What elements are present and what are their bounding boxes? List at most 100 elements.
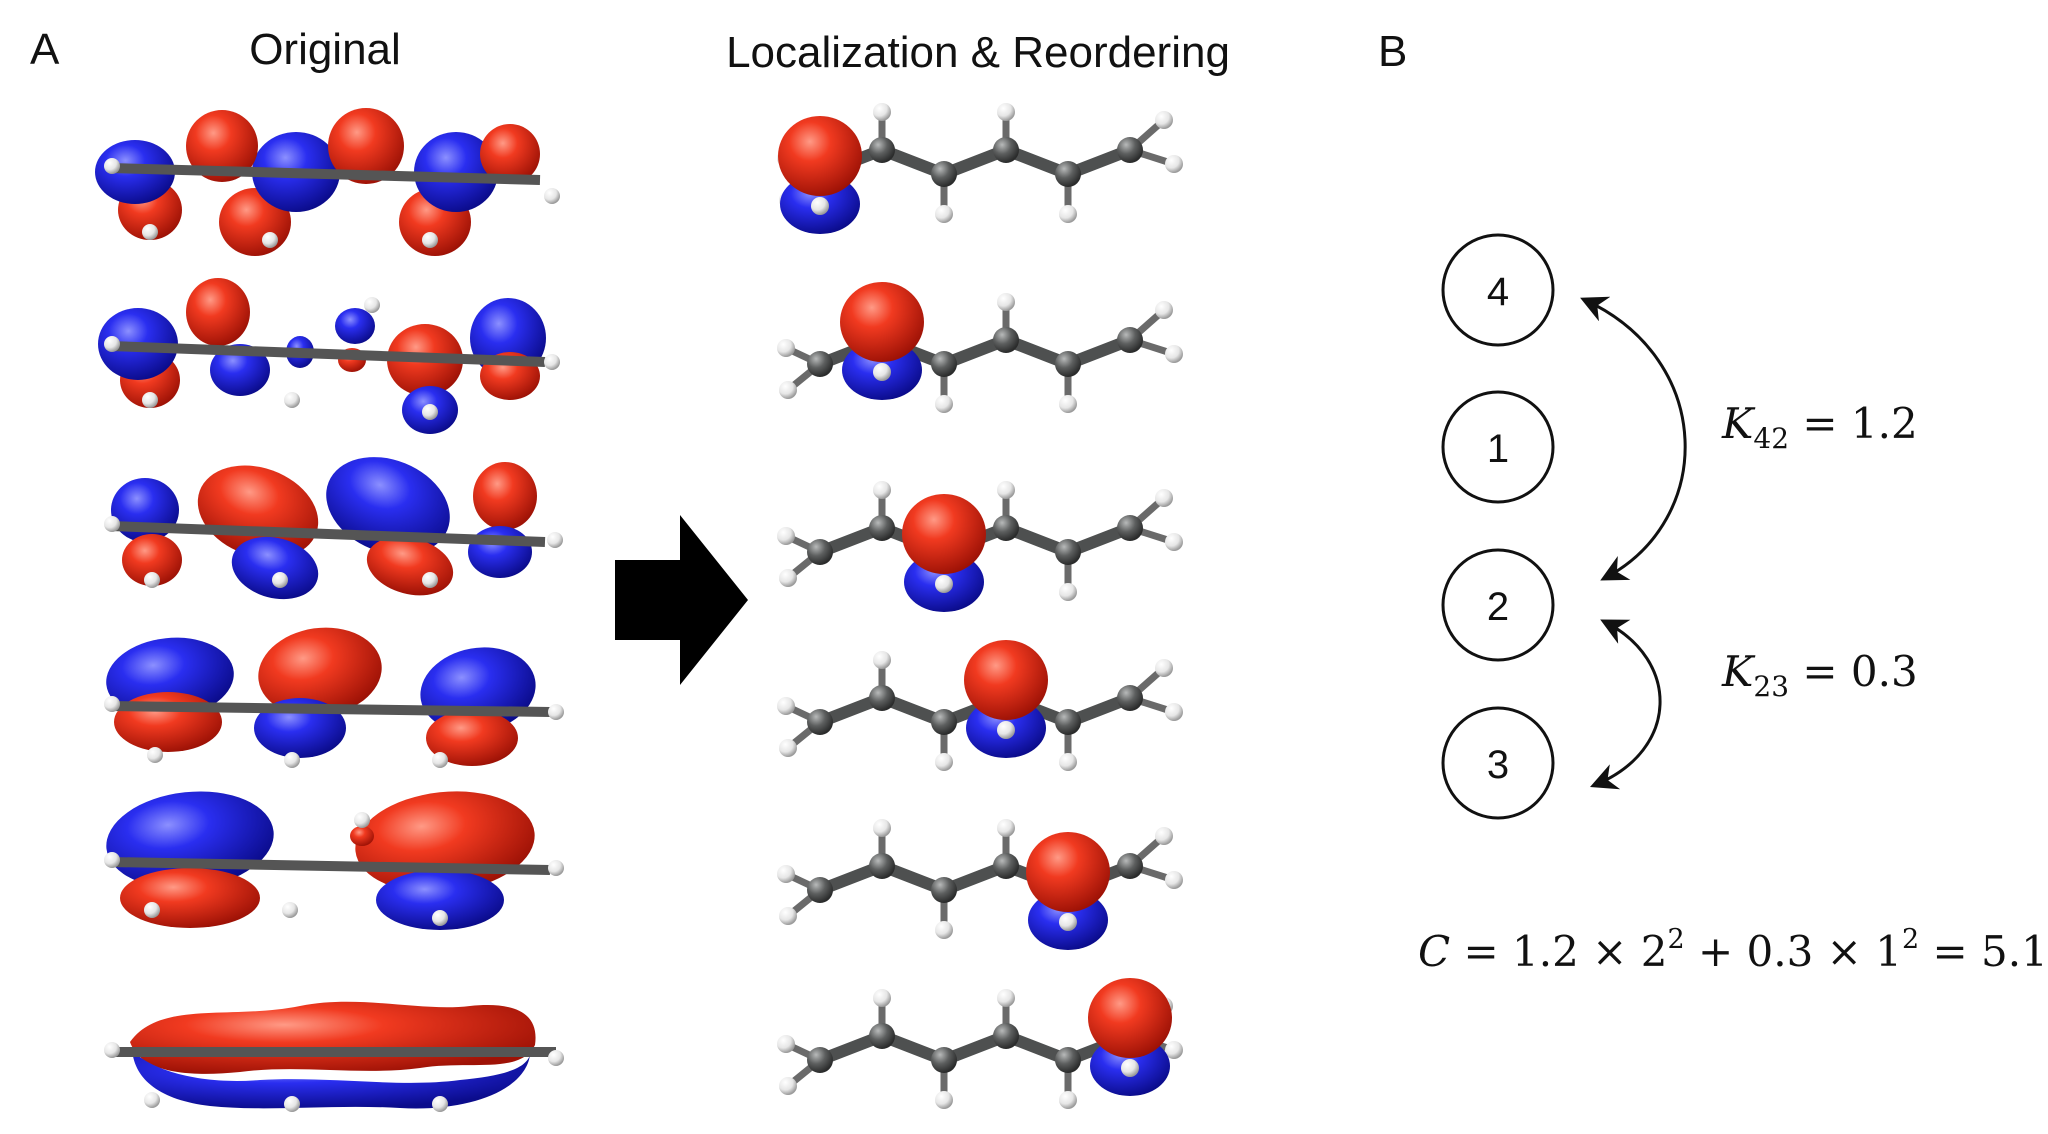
carbon-atom	[993, 137, 1019, 163]
hydrogen-atom	[811, 197, 829, 215]
carbon-atom	[807, 1047, 833, 1073]
carbon-atom	[869, 137, 895, 163]
hydrogen-atom	[779, 907, 797, 925]
node-4: 4	[1441, 233, 1555, 347]
hydrogen-atom	[779, 381, 797, 399]
hydrogen-atom	[1165, 703, 1183, 721]
hydrogen-atom	[873, 103, 891, 121]
carbon-atom	[993, 327, 1019, 353]
carbon-atom	[931, 351, 957, 377]
hydrogen-atom	[1059, 205, 1077, 223]
original-orbital-3	[104, 457, 563, 600]
original-orbital-6	[104, 1001, 564, 1112]
original-orbital-4	[104, 627, 564, 768]
positive-lobe	[778, 116, 862, 196]
hydrogen-atom	[779, 569, 797, 587]
hydrogen-atom	[873, 651, 891, 669]
hydrogen-atom	[1059, 395, 1077, 413]
node-3: 3	[1441, 706, 1555, 820]
node-1: 1	[1441, 390, 1555, 504]
carbon-atom	[807, 877, 833, 903]
localized-orbital-5	[777, 819, 1183, 950]
carbon-atom	[1117, 515, 1143, 541]
hydrogen-atom	[1155, 111, 1173, 129]
node-2: 2	[1441, 548, 1555, 662]
hydrogen-atom	[1165, 1041, 1183, 1059]
positive-lobe	[964, 640, 1048, 720]
hydrogen-atom	[1165, 533, 1183, 551]
localized-orbital-6	[777, 978, 1183, 1109]
carbon-atom	[1055, 539, 1081, 565]
hydrogen-atom	[997, 481, 1015, 499]
node-3-label: 3	[1487, 743, 1509, 787]
carbon-atom	[993, 853, 1019, 879]
coupling-arrow-2-3	[1590, 619, 1662, 790]
carbon-atom	[1055, 709, 1081, 735]
hydrogen-atom	[873, 481, 891, 499]
localized-orbital-3	[777, 481, 1183, 612]
original-orbital-5	[104, 791, 564, 930]
hydrogen-atom	[997, 989, 1015, 1007]
carbon-atom	[931, 161, 957, 187]
hydrogen-atom	[779, 739, 797, 757]
carbon-atom	[869, 853, 895, 879]
carbon-atom	[993, 1023, 1019, 1049]
hydrogen-atom	[1165, 155, 1183, 173]
hydrogen-atom	[1059, 753, 1077, 771]
panel-a-letter: A	[30, 25, 60, 74]
localized-orbital-1	[777, 103, 1183, 234]
hydrogen-atom	[1155, 489, 1173, 507]
localized-orbital-4	[777, 640, 1183, 771]
carbon-atom	[869, 515, 895, 541]
hydrogen-atom	[935, 575, 953, 593]
carbon-atom	[1117, 685, 1143, 711]
positive-lobe	[1026, 832, 1110, 912]
carbon-atom	[807, 709, 833, 735]
carbon-atom	[931, 1047, 957, 1073]
positive-lobe	[902, 494, 986, 574]
hydrogen-atom	[1155, 659, 1173, 677]
carbon-atom	[993, 515, 1019, 541]
carbon-atom	[1117, 137, 1143, 163]
hydrogen-atom	[1165, 871, 1183, 889]
carbon-atom	[1055, 161, 1081, 187]
positive-lobe	[840, 282, 924, 362]
original-orbital-2	[98, 278, 560, 434]
localized-orbitals	[777, 103, 1183, 1109]
hydrogen-atom	[777, 697, 795, 715]
carbon-atom	[931, 877, 957, 903]
carbon-atom	[1055, 351, 1081, 377]
positive-lobe	[1088, 978, 1172, 1058]
panel-b-letter: B	[1378, 27, 1407, 76]
cost-equation: C = 1.2 × 22 + 0.3 × 12 = 5.1	[1418, 924, 2048, 976]
carbon-atom	[807, 351, 833, 377]
k23-label: K23 = 0.3	[1721, 647, 1918, 703]
original-title: Original	[249, 25, 401, 74]
transform-arrow	[615, 515, 748, 685]
coupling-arrow-4-2	[1580, 296, 1687, 581]
hydrogen-atom	[997, 293, 1015, 311]
hydrogen-atom	[1059, 583, 1077, 601]
node-2-label: 2	[1487, 585, 1509, 629]
hydrogen-atom	[1121, 1059, 1139, 1077]
carbon-atom	[869, 1023, 895, 1049]
hydrogen-atom	[935, 205, 953, 223]
hydrogen-atom	[1059, 913, 1077, 931]
carbon-atom	[1117, 327, 1143, 353]
hydrogen-atom	[873, 819, 891, 837]
hydrogen-atom	[1059, 1091, 1077, 1109]
hydrogen-atom	[935, 753, 953, 771]
hydrogen-atom	[1165, 345, 1183, 363]
k42-label: K42 = 1.2	[1721, 399, 1918, 455]
hydrogen-atom	[935, 1091, 953, 1109]
hydrogen-atom	[997, 103, 1015, 121]
hydrogen-atom	[873, 989, 891, 1007]
hydrogen-atom	[779, 1077, 797, 1095]
carbon-atom	[1117, 853, 1143, 879]
hydrogen-atom	[777, 1035, 795, 1053]
hydrogen-atom	[1155, 301, 1173, 319]
carbon-atom	[1055, 1047, 1081, 1073]
hydrogen-atom	[873, 363, 891, 381]
node-4-label: 4	[1487, 270, 1509, 314]
